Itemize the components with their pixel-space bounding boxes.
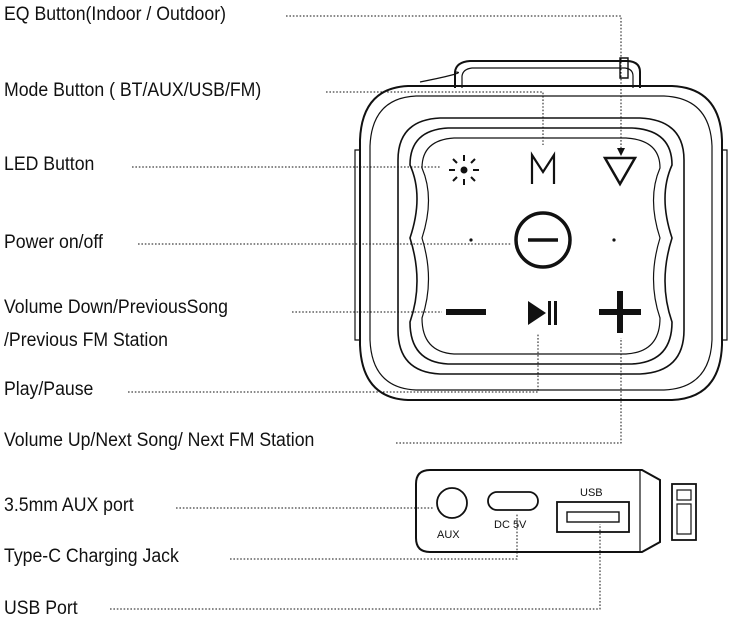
led-sun-icon bbox=[449, 155, 479, 185]
volume-down-label-line2: /Previous FM Station bbox=[4, 330, 168, 351]
mode-button-label: Mode Button ( BT/AUX/USB/FM) bbox=[4, 80, 262, 101]
speaker-body bbox=[354, 57, 728, 401]
plus-icon bbox=[599, 291, 641, 333]
aux-port-text: AUX bbox=[437, 529, 460, 541]
usb-jack-inner bbox=[566, 511, 620, 523]
port-panel bbox=[415, 469, 697, 553]
typec-jack-label: Type-C Charging Jack bbox=[4, 546, 179, 567]
play-pause-label: Play/Pause bbox=[4, 379, 94, 400]
aux-jack bbox=[436, 487, 468, 519]
right-indicator-dot bbox=[612, 238, 616, 242]
eq-button-label: EQ Button(Indoor / Outdoor) bbox=[4, 4, 226, 25]
led-button-label: LED Button bbox=[4, 154, 95, 175]
power-icon bbox=[514, 211, 572, 269]
power-button-label: Power on/off bbox=[4, 232, 103, 253]
aux-port-label: 3.5mm AUX port bbox=[4, 495, 134, 516]
mode-m-icon bbox=[530, 151, 556, 184]
eq-pointer bbox=[617, 148, 625, 156]
typec-jack bbox=[487, 491, 539, 511]
play-pause-icon bbox=[528, 301, 557, 325]
usb-port-label: USB Port bbox=[4, 598, 78, 619]
volume-up-label: Volume Up/Next Song/ Next FM Station bbox=[4, 430, 315, 451]
minus-icon bbox=[446, 309, 486, 315]
volume-down-label-line1: Volume Down/PreviousSong bbox=[4, 297, 228, 318]
dc5v-text: DC 5V bbox=[494, 519, 527, 531]
usb-jack-outer bbox=[556, 501, 630, 533]
eq-triangle-icon bbox=[602, 156, 638, 187]
left-indicator-dot bbox=[469, 238, 473, 242]
leader-lines bbox=[110, 15, 622, 610]
usb-port-text: USB bbox=[580, 487, 603, 499]
